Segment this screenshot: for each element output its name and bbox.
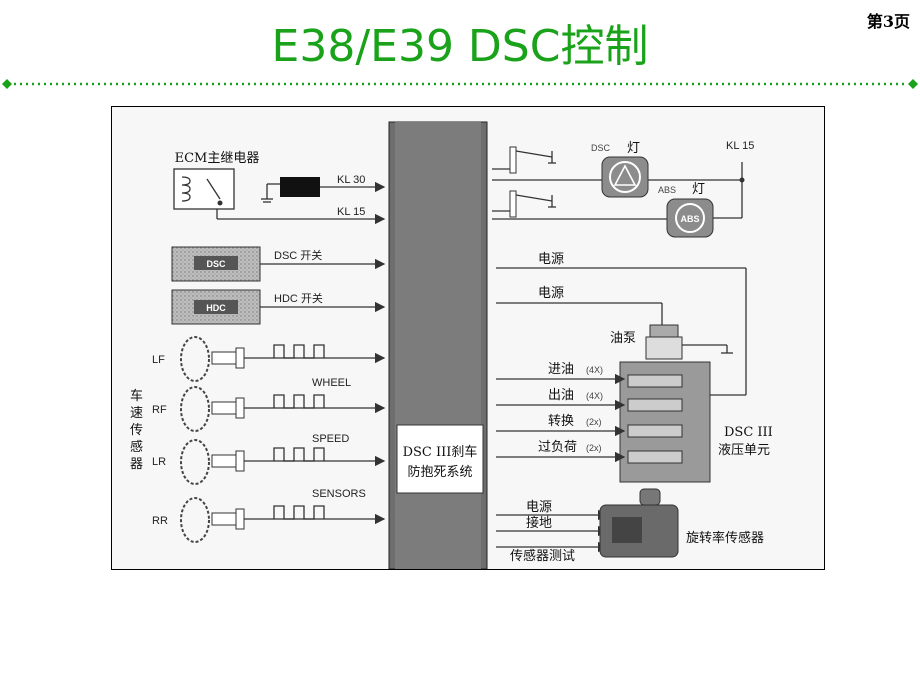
dsc-warning-lamp: DSC 灯 (591, 141, 742, 198)
wheel-sensor-rr: RR SENSORS (152, 488, 386, 543)
yaw-test-label: 传感器测试 (510, 548, 575, 564)
oil-pump-label: 油泵 (610, 331, 636, 346)
yaw-power-label: 电源 (526, 500, 552, 515)
slide-title: E38/E39 DSC控制 (271, 21, 649, 72)
dsc-wiring-diagram: DSC III刹车 防抱死系统 ECM主继电器 KL 15 KL 30 DSC … (111, 106, 825, 570)
yaw-ground-label: 接地 (526, 515, 552, 531)
hydraulic-unit: DSC III 液压单元 (619, 361, 773, 483)
speed-sensor-char-3: 传 (130, 423, 143, 438)
abs-warning-lamp: ABS 灯 ABS KL 15 (658, 140, 754, 238)
dotted-divider (2, 79, 918, 89)
hydraulic-label-line2: 液压单元 (718, 443, 770, 458)
yaw-rate-sensor (599, 488, 679, 558)
hdc-switch-label: HDC 开关 (274, 291, 323, 305)
battery-icon (280, 177, 320, 197)
speed-sensor-char-2: 速 (130, 406, 143, 421)
abs-lamp-tag: ABS (658, 185, 676, 195)
hydraulic-label-line1: DSC III (724, 425, 773, 440)
page-number: 第3页 (866, 12, 910, 31)
kl15-left-label: KL 15 (337, 206, 365, 218)
speed-sensor-char-4: 感 (130, 439, 143, 455)
wheel-sensor-lr: LR SPEED (152, 433, 386, 485)
inlet-label: 进油 (548, 362, 574, 377)
yaw-sensor-label: 旋转率传感器 (686, 530, 764, 546)
power1-label: 电源 (538, 252, 564, 267)
dsc-switch-box-label: DSC (206, 259, 226, 269)
module-label-line2: 防抱死系统 (407, 464, 472, 480)
module-label-line1: DSC III刹车 (403, 444, 478, 460)
wheel-rr-label: RR (152, 515, 168, 527)
switchover-label: 转换 (548, 414, 574, 429)
dsc-lamp-tag: DSC (591, 143, 611, 153)
wheel-lr-label: LR (152, 456, 166, 468)
kl30-label: KL 30 (337, 174, 365, 186)
kl15-right-label: KL 15 (726, 140, 754, 152)
wheel-sensor-rf: RF WHEEL (152, 377, 386, 432)
outlet-label: 出油 (548, 388, 574, 403)
dsc-lamp-label: 灯 (627, 141, 640, 156)
oil-pump: 油泵 (610, 324, 733, 360)
ecm-relay-label: ECM主继电器 (175, 151, 260, 166)
signal-speed-label: SPEED (312, 433, 349, 445)
wheel-lf-label: LF (152, 354, 165, 366)
inlet-count: (4X) (586, 365, 603, 375)
overload-label: 过负荷 (538, 440, 577, 455)
ecm-relay-box (173, 168, 235, 210)
lamp-relay-outputs (492, 146, 667, 220)
abs-lamp-label: 灯 (692, 182, 705, 197)
speed-sensor-char-5: 器 (130, 457, 143, 472)
overload-count: (2x) (586, 443, 602, 453)
switchover-count: (2x) (586, 417, 602, 427)
dsc-switch-label: DSC 开关 (274, 248, 322, 262)
hdc-switch-box-label: HDC (206, 303, 226, 313)
svg-text:ABS: ABS (680, 214, 699, 224)
wheel-sensor-lf: LF (152, 336, 386, 382)
power2-label: 电源 (538, 286, 564, 301)
speed-sensor-char-1: 车 (130, 388, 143, 404)
signal-sensors-label: SENSORS (312, 488, 366, 500)
signal-wheel-label: WHEEL (312, 377, 351, 389)
wheel-rf-label: RF (152, 404, 167, 416)
outlet-count: (4X) (586, 391, 603, 401)
